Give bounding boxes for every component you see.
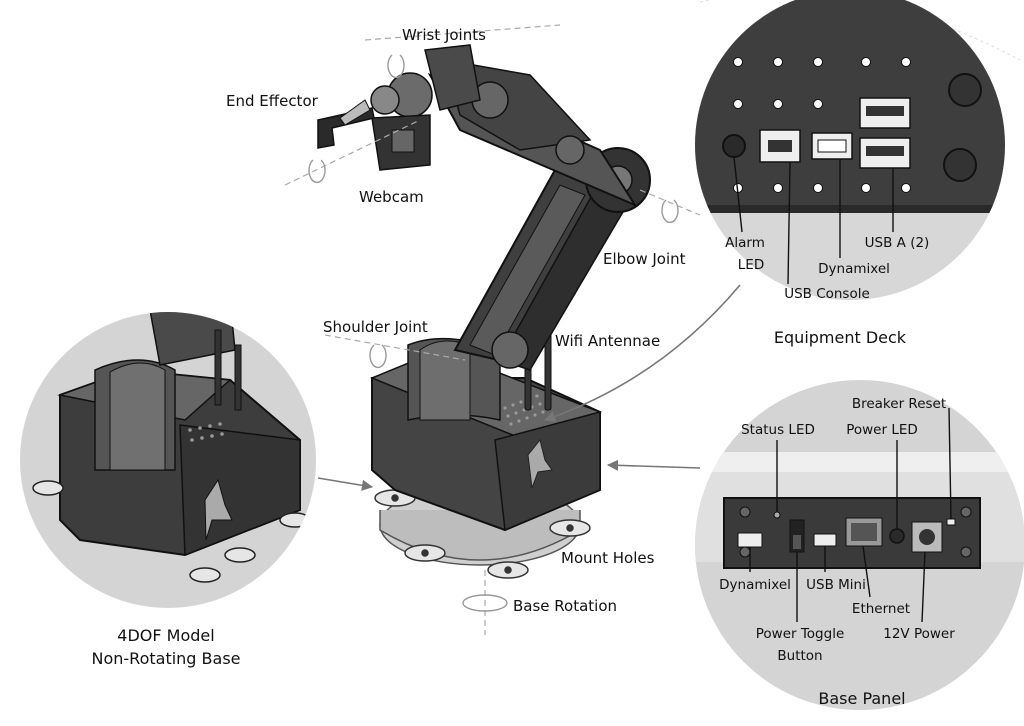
end-effector-part — [317, 107, 375, 149]
label-webcam: Webcam — [359, 188, 424, 206]
left-inset-caption-line1: 4DOF Model — [117, 626, 214, 645]
breaker-reset — [946, 518, 956, 526]
label-ethernet: Ethernet — [852, 601, 910, 617]
base-panel-inset: Status LED Breaker Reset Power LED Dynam… — [695, 380, 1024, 710]
label-power-toggle-line1: Power Toggle — [756, 626, 845, 642]
deck-leader-lines — [733, 156, 894, 285]
usb-mini-port — [813, 533, 837, 547]
label-usb-console: USB Console — [784, 286, 870, 302]
panel-leader-lines — [749, 407, 952, 623]
label-wifi-antennae: Wifi Antennae — [555, 332, 660, 350]
axis-lines — [284, 24, 701, 635]
label-power-led: Power LED — [846, 422, 918, 438]
dynamixel-port-panel — [737, 532, 763, 548]
alarm-led — [722, 134, 746, 158]
rotation-arrows — [308, 54, 679, 612]
label-alarm-line2: LED — [738, 257, 764, 273]
equipment-deck-caption: Equipment Deck — [774, 328, 907, 347]
label-usb-a: USB A (2) — [865, 235, 930, 251]
equipment-deck-inset: Alarm LED USB Console Dynamixel USB A (2… — [695, 0, 1021, 347]
label-breaker-reset: Breaker Reset — [852, 396, 946, 412]
label-mount-holes: Mount Holes — [561, 549, 655, 567]
label-dynamixel-deck: Dynamixel — [818, 261, 890, 277]
label-dynamixel-panel: Dynamixel — [719, 577, 791, 593]
power-led — [889, 528, 905, 544]
label-end-effector: End Effector — [226, 92, 319, 110]
label-base-rotation: Base Rotation — [513, 597, 617, 615]
status-led — [773, 511, 781, 519]
wrist — [424, 44, 481, 111]
main-labels: Wrist Joints End Effector Webcam Elbow J… — [226, 26, 686, 615]
robot-arm-illustration — [317, 44, 651, 579]
label-status-led: Status LED — [741, 422, 815, 438]
label-power-toggle-line2: Button — [777, 648, 822, 664]
label-usb-mini: USB Mini — [806, 577, 866, 593]
label-wrist-joints: Wrist Joints — [402, 26, 486, 44]
label-elbow-joint: Elbow Joint — [603, 250, 686, 268]
left-inset-4dof: 4DOF Model Non-Rotating Base — [20, 312, 316, 668]
left-inset-caption-line2: Non-Rotating Base — [92, 649, 241, 668]
base-panel-caption: Base Panel — [818, 689, 905, 708]
label-12v-power: 12V Power — [883, 626, 955, 642]
connector-arrows — [317, 284, 741, 491]
label-alarm-line1: Alarm — [725, 235, 765, 251]
label-shoulder-joint: Shoulder Joint — [323, 318, 428, 336]
